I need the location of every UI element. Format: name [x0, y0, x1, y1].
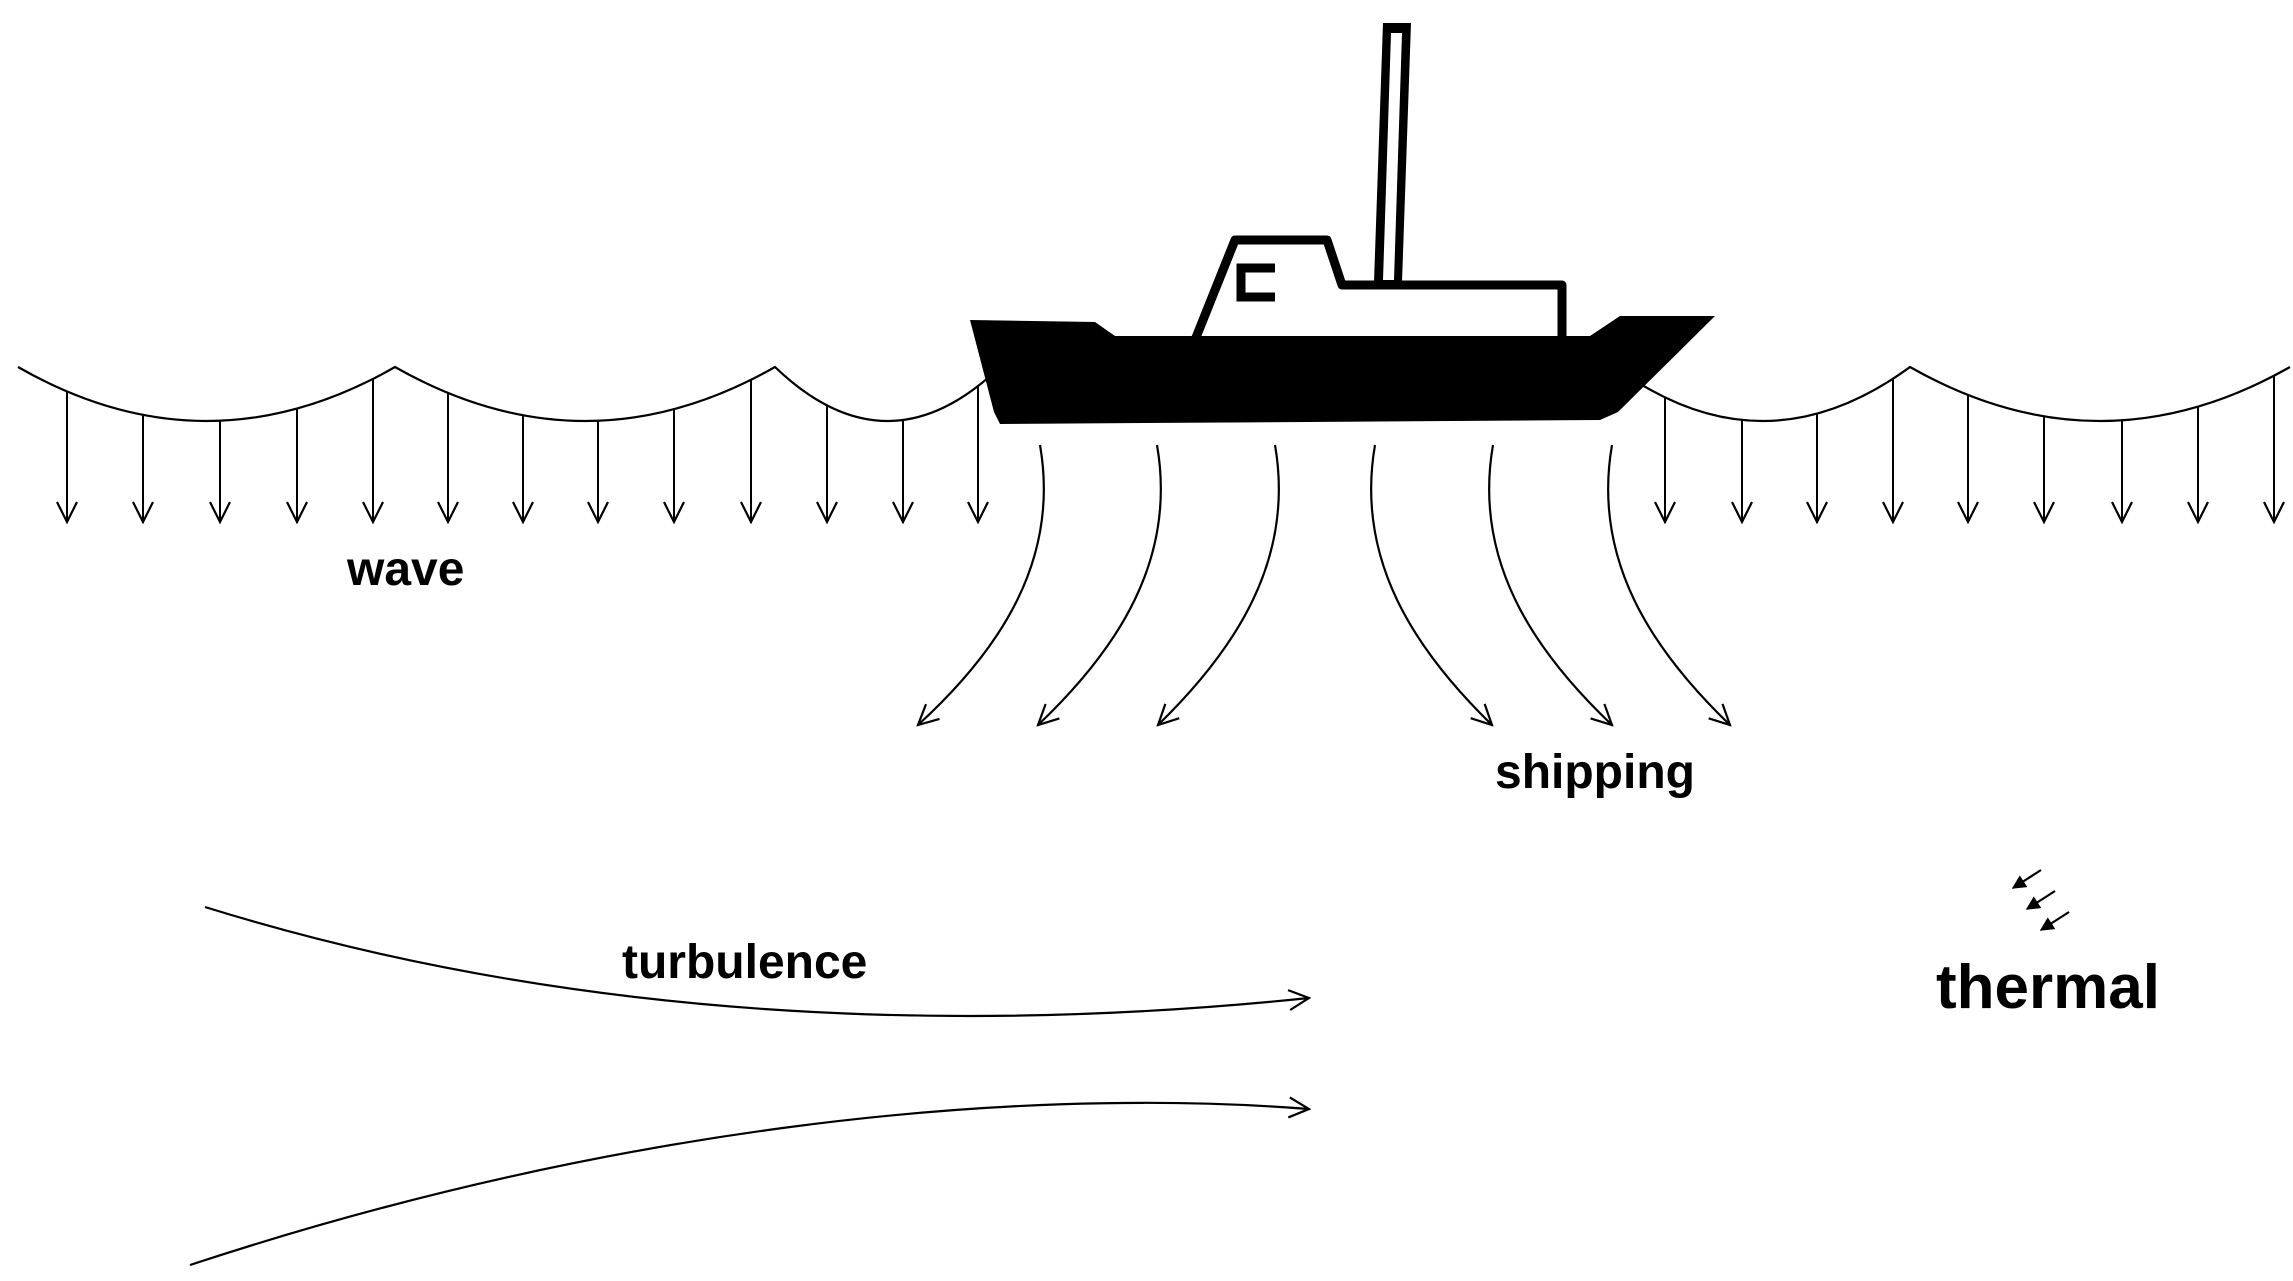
ship-icon	[970, 23, 1715, 424]
ship-hull	[970, 316, 1715, 424]
wave-line-right	[1614, 365, 2291, 422]
ship-window	[1236, 263, 1275, 302]
wave-arrows	[67, 375, 2274, 522]
thermal-label: thermal	[1936, 953, 2160, 1022]
turbulence-arrows	[189, 905, 1309, 1267]
wave-line-left	[17, 365, 1001, 422]
wave-surface	[17, 365, 2291, 422]
shipping-noise-arrows	[918, 444, 1730, 725]
ship-cabin	[1190, 235, 1567, 342]
thermal-arrows	[2011, 869, 2070, 931]
ship-mast-inner	[1383, 33, 1402, 280]
wave-label: wave	[346, 543, 464, 596]
turbulence-label: turbulence	[622, 936, 867, 989]
shipping-label: shipping	[1495, 746, 1695, 799]
